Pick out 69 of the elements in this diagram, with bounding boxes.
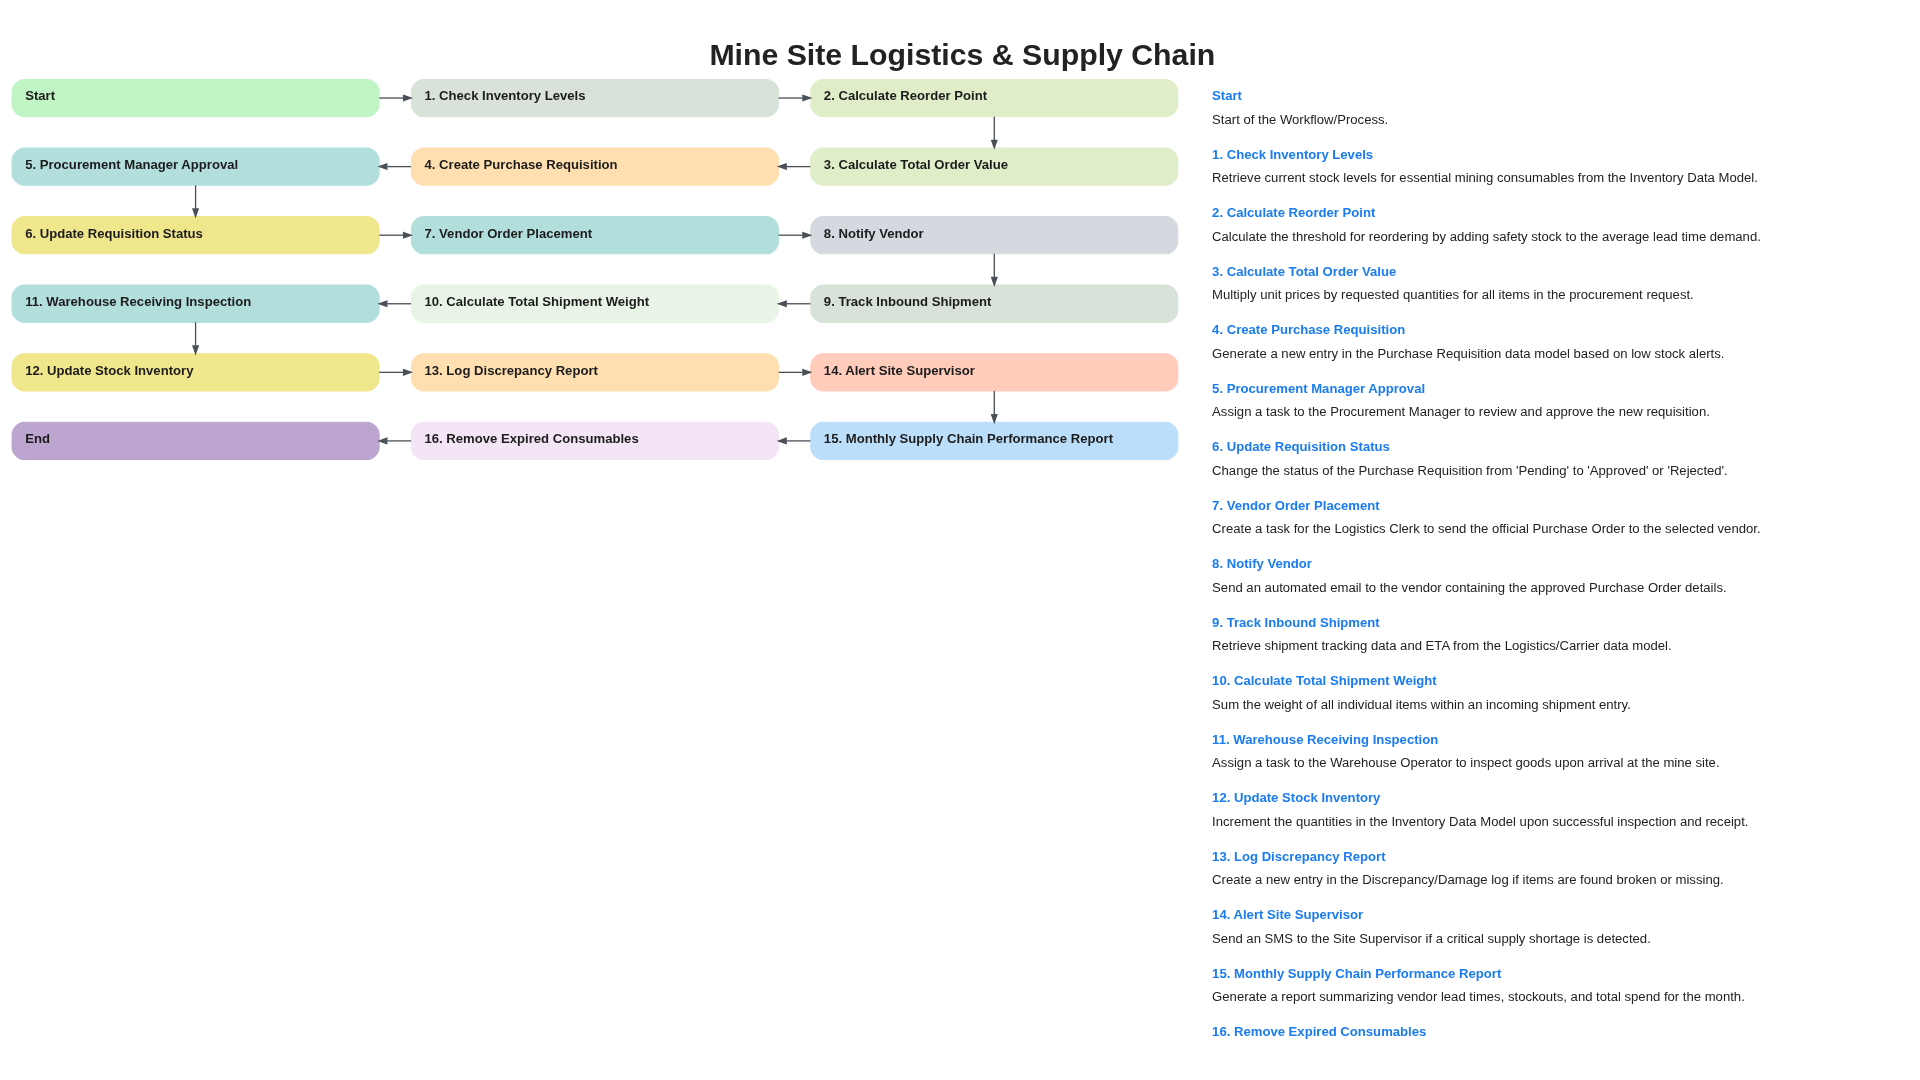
arrow xyxy=(192,321,200,356)
node-box: 6. Update Requisition Status xyxy=(11,215,380,254)
label: Multiply unit prices by requested quantities for all items in the procurement request. xyxy=(1212,286,1694,302)
label: Retrieve shipment tracking data and ETA from the Logistics/Carrier data model. xyxy=(1212,637,1672,653)
label: 5. Procurement Manager Approval xyxy=(1212,380,1426,396)
arrow xyxy=(377,299,412,307)
label: Change the status of the Purchase Requisition from 'Pending' to 'Approved' or 'Rejected'. xyxy=(1212,462,1728,478)
node-box: 1. Check Inventory Levels xyxy=(410,78,779,117)
label: 16. Remove Expired Consumables xyxy=(1212,1023,1427,1039)
node-box: 15. Monthly Supply Chain Performance Report xyxy=(810,421,1179,460)
label: Assign a task to the Procurement Manager to review and approve the new requisition. xyxy=(1212,403,1710,419)
arrow xyxy=(192,184,200,218)
node-box: 5. Procurement Manager Approval xyxy=(11,146,380,186)
label: Sum the weight of all individual items within an incoming shipment entry. xyxy=(1212,696,1631,712)
label: 12. Update Stock Inventory xyxy=(1212,789,1381,805)
label: Send an SMS to the Site Supervisor if a critical supply shortage is detected. xyxy=(1212,930,1651,946)
label: 11. Warehouse Receiving Inspection xyxy=(1212,731,1439,747)
node-box: 12. Update Stock Inventory xyxy=(11,352,380,391)
arrow xyxy=(777,93,813,102)
node-box: 8. Notify Vendor xyxy=(810,215,1179,254)
node-box: 9. Track Inbound Shipment xyxy=(810,284,1179,323)
arrow xyxy=(776,299,812,307)
label: 15. Monthly Supply Chain Performance Report xyxy=(1212,965,1502,981)
node-box: 10. Calculate Total Shipment Weight xyxy=(410,284,779,323)
label: Increment the quantities in the Inventory Data Model upon successful inspection and receipt. xyxy=(1212,813,1749,829)
label: 2. Calculate Reorder Point xyxy=(1212,204,1376,220)
node-box: 13. Log Discrepancy Report xyxy=(410,352,779,391)
label: 9. Track Inbound Shipment xyxy=(1212,614,1380,630)
label: 10. Calculate Total Shipment Weight xyxy=(1212,672,1437,688)
label: 4. Create Purchase Requisition xyxy=(1212,321,1406,337)
arrow xyxy=(777,368,813,376)
label: Generate a report summarizing vendor lead times, stockouts, and total spend for the month. xyxy=(1212,988,1745,1004)
node-box: 2. Calculate Reorder Point xyxy=(810,78,1179,117)
node-box: 16. Remove Expired Consumables xyxy=(410,421,779,460)
label: 3. Calculate Total Order Value xyxy=(1212,263,1397,279)
label: Create a new entry in the Discrepancy/Damage log if items are found broken or missing. xyxy=(1212,871,1724,887)
label: Calculate the threshold for reordering by adding safety stock to the average lead time demand. xyxy=(1212,228,1761,244)
label: 14. Alert Site Supervisor xyxy=(1212,906,1364,922)
node-box: 4. Create Purchase Requisition xyxy=(410,146,779,186)
node-box: Start xyxy=(11,78,380,117)
label: Send an automated email to the vendor containing the approved Purchase Order details. xyxy=(1212,579,1727,595)
label: Create a task for the Logistics Clerk to send the official Purchase Order to the selected vendor. xyxy=(1212,520,1761,536)
arrow xyxy=(378,231,414,239)
label: Assign a task to the Warehouse Operator to inspect goods upon arrival at the mine site. xyxy=(1212,754,1720,770)
label: Start xyxy=(1212,87,1242,103)
label: 1. Check Inventory Levels xyxy=(1212,146,1374,162)
diagram-title: Mine Site Logistics & Supply Chain xyxy=(709,37,1216,71)
label: 13. Log Discrepancy Report xyxy=(1212,848,1386,864)
arrow xyxy=(377,162,412,170)
arrow xyxy=(378,93,414,102)
node-box: 7. Vendor Order Placement xyxy=(410,215,779,254)
node-box: 14. Alert Site Supervisor xyxy=(810,352,1179,391)
label: 6. Update Requisition Status xyxy=(1212,438,1390,454)
node-box: End xyxy=(11,421,380,460)
arrow xyxy=(777,231,813,239)
label: Retrieve current stock levels for essential mining consumables from the Inventory Data Model. xyxy=(1212,169,1758,185)
node-box: 3. Calculate Total Order Value xyxy=(810,146,1179,186)
label: Generate a new entry in the Purchase Requisition data model based on low stock alerts. xyxy=(1212,345,1725,361)
label: 8. Notify Vendor xyxy=(1212,555,1312,571)
label: Start of the Workflow/Process. xyxy=(1212,111,1389,127)
arrow xyxy=(776,436,812,444)
arrow xyxy=(776,162,812,170)
arrow xyxy=(990,115,998,150)
label: 7. Vendor Order Placement xyxy=(1212,497,1380,513)
arrow xyxy=(990,389,998,424)
node-box: 11. Warehouse Receiving Inspection xyxy=(11,284,380,323)
arrow xyxy=(378,368,414,376)
arrow xyxy=(377,436,412,444)
arrow xyxy=(990,252,998,287)
